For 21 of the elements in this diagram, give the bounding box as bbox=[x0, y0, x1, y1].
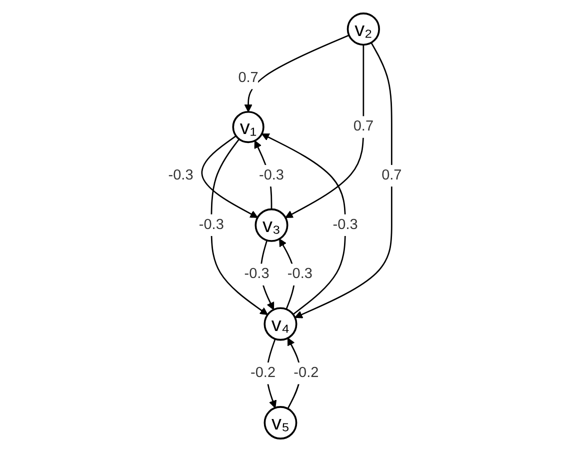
edge-label: 0.7 bbox=[352, 118, 374, 134]
node-circle: v₂ bbox=[346, 12, 380, 46]
edge-label: -0.3 bbox=[198, 216, 224, 232]
edge-label: -0.3 bbox=[258, 168, 284, 183]
edge-label: -0.3 bbox=[168, 168, 193, 183]
edge-label: 0.7 bbox=[238, 70, 258, 86]
node-circle: v₄ bbox=[263, 307, 297, 341]
arrow bbox=[294, 42, 392, 318]
node-circle: v₅ bbox=[263, 406, 297, 440]
arrow bbox=[284, 44, 364, 218]
node-circle: v₁ bbox=[232, 110, 264, 144]
node-circle: v₃ bbox=[254, 208, 288, 242]
arrow bbox=[244, 34, 349, 112]
edge-label: -0.2 bbox=[250, 365, 276, 381]
arrow bbox=[210, 138, 268, 316]
arrow bbox=[200, 135, 258, 218]
edge-label: -0.3 bbox=[332, 216, 358, 232]
edge-label: -0.3 bbox=[286, 266, 312, 282]
edge-label: -0.2 bbox=[293, 365, 318, 381]
edge-label: -0.3 bbox=[244, 266, 269, 282]
edge-label: 0.7 bbox=[381, 168, 402, 183]
